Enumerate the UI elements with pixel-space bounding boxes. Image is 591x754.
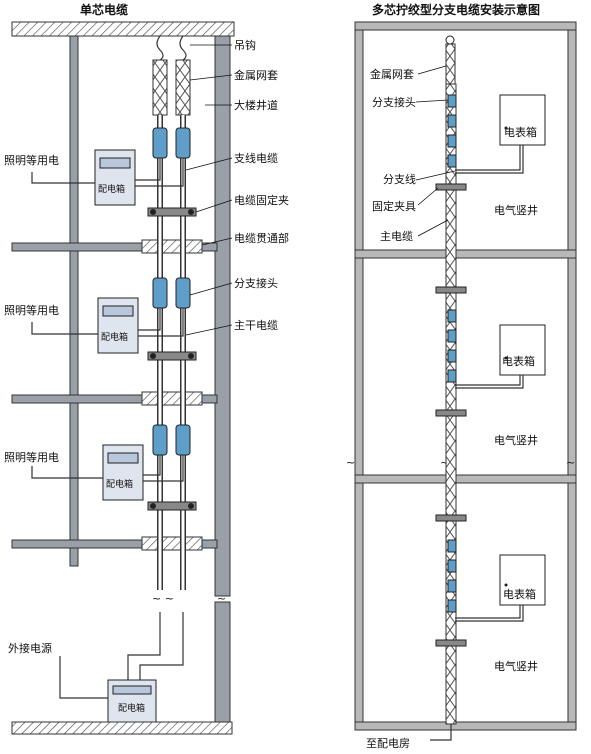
right-shaft-wall-right [567,21,577,731]
right-label-main-cable: 主电缆 [380,230,413,243]
left-floor [11,721,233,735]
floor-slab-2 [11,394,218,404]
svg-text:配电箱: 配电箱 [101,331,128,343]
mesh-right [175,59,191,116]
distribution-box-1: 配电箱 [31,149,184,206]
svg-text:配电箱: 配电箱 [118,702,145,714]
floor-slab-3 [11,539,218,549]
svg-text:~: ~ [217,592,226,605]
svg-text:~: ~ [346,456,355,469]
left-diagram: 单芯电缆 [4,2,289,735]
shaft-label-2: 电气竖井 [494,433,538,447]
branch-joints-floor-1 [152,127,191,159]
mesh-left [152,59,168,116]
right-floor-1 [354,249,577,259]
hook-right-icon [179,35,187,61]
right-label-to-room: 至配电房 [366,737,410,750]
distribution-box-2: 配电箱 [31,297,184,354]
right-title: 多芯拧绞型分支电缆安装示意图 [372,2,540,17]
svg-text:电表箱: 电表箱 [502,354,535,368]
hook-left-icon [156,35,164,61]
right-label-metal-mesh: 金属网套 [370,67,414,81]
break-mark: ~ ~ [152,592,174,605]
lighting-label-1: 照明等用电 [4,153,59,167]
right-clamps [435,183,467,647]
floor-slab-1 [11,242,218,252]
right-leader-lines [415,65,456,237]
right-ceiling [354,21,577,31]
left-leader-lines [185,44,233,336]
pass-through-1 [141,239,203,254]
label-hook: 吊钩 [234,38,256,52]
right-floor-2 [354,474,577,484]
svg-text:电表箱: 电表箱 [504,125,537,139]
right-main-cable [445,83,457,725]
label-branch-joint: 分支接头 [234,277,278,290]
right-hook-icon [445,35,455,45]
meter-box-3: 电表箱 [455,554,546,622]
shaft-wall [214,35,231,597]
left-ceiling [11,21,235,37]
left-frame-post [69,35,79,567]
meter-box-2: 电表箱 [455,324,546,389]
shaft-label-3: 电气竖井 [494,659,538,673]
pass-through-2 [141,391,203,406]
label-shaft: 大楼井道 [234,98,278,112]
svg-text:配电箱: 配电箱 [98,183,125,195]
right-diagram: 多芯拧绞型分支电缆安装示意图 ~ ~ ~ [346,2,577,750]
shaft-wall-lower [214,601,231,723]
pass-through-3 [141,536,203,551]
external-supply: 配电箱 [59,612,184,723]
shaft-label-1: 电气竖井 [494,203,538,217]
label-external-power: 外接电源 [8,641,52,655]
right-branch-joints [447,94,457,613]
right-label-clamp: 固定夹具 [372,199,416,213]
meter-box-1: 电表箱 [455,94,546,174]
left-title: 单芯电缆 [80,2,128,17]
svg-text:配电箱: 配电箱 [106,478,133,490]
distribution-box-3: 配电箱 [31,444,184,501]
label-branch-cable: 支线电缆 [234,151,278,165]
right-floor-3 [354,721,577,731]
svg-text:电表箱: 电表箱 [503,587,536,601]
right-label-branch-line: 分支线 [383,172,416,186]
svg-text:~: ~ [440,456,449,469]
right-label-branch-joint: 分支接头 [372,96,416,109]
label-metal-mesh: 金属网套 [234,68,278,82]
label-trunk-cable: 主干电缆 [234,319,278,332]
svg-text:~: ~ [566,456,575,469]
label-pass-through: 电缆贯通部 [234,231,289,245]
cable-clamps [147,207,197,511]
lighting-label-3: 照明等用电 [4,450,59,464]
branch-joints-floor-3 [152,424,191,456]
label-clamp: 电缆固定夹 [234,193,289,207]
right-shaft-wall-left [354,21,364,731]
branch-joints-floor-2 [152,277,191,309]
lighting-label-2: 照明等用电 [4,303,59,317]
right-mesh [445,43,456,85]
